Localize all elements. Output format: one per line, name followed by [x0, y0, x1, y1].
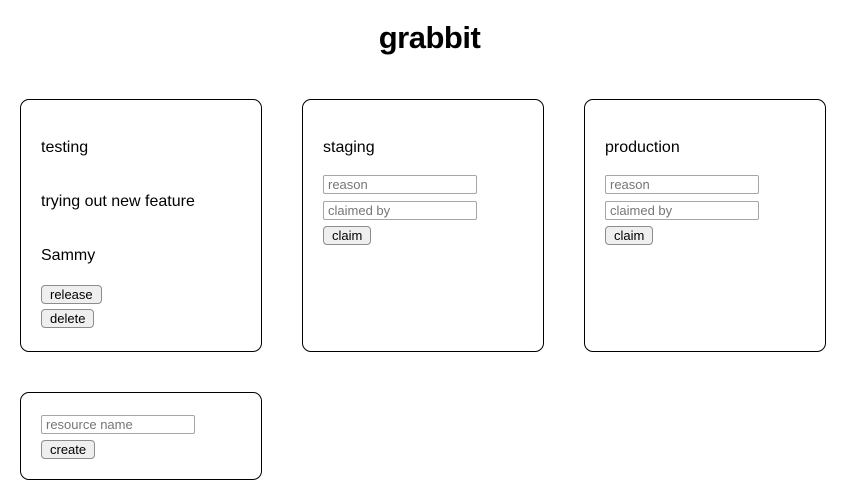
reason-input[interactable]	[323, 175, 477, 194]
app-title: grabbit	[378, 20, 481, 55]
delete-button[interactable]: delete	[41, 309, 95, 328]
create-button-row: create	[41, 440, 241, 459]
resource-card-staging: staging claim	[302, 99, 544, 352]
resource-name-input-row	[41, 415, 241, 434]
resource-name-input[interactable]	[41, 415, 195, 434]
create-resource-card: create	[20, 392, 262, 480]
claim-button[interactable]: claim	[323, 226, 372, 245]
resource-name: staging	[323, 139, 375, 156]
resource-name: production	[605, 139, 680, 156]
create-button[interactable]: create	[41, 440, 96, 459]
claimed-by-input[interactable]	[605, 201, 759, 220]
claimed-by-text: Sammy	[41, 247, 96, 264]
claimed-by-input[interactable]	[323, 201, 477, 220]
resource-name: testing	[41, 139, 89, 156]
claimed-by-input-row	[323, 201, 523, 220]
reason-input-row	[323, 175, 523, 194]
release-button[interactable]: release	[41, 285, 102, 304]
claim-button[interactable]: claim	[605, 226, 654, 245]
reason-input-row	[605, 175, 805, 194]
claim-button-row: claim	[323, 226, 523, 245]
reason-input[interactable]	[605, 175, 759, 194]
claim-button-row: claim	[605, 226, 805, 245]
release-button-row: release	[41, 285, 241, 304]
resource-card-testing: testing trying out new feature Sammy rel…	[20, 99, 262, 352]
resource-cards-container: testing trying out new feature Sammy rel…	[20, 99, 830, 480]
claim-reason-text: trying out new feature	[41, 193, 195, 210]
claimed-by-input-row	[605, 201, 805, 220]
resource-card-production: production claim	[584, 99, 826, 352]
delete-button-row: delete	[41, 309, 241, 328]
